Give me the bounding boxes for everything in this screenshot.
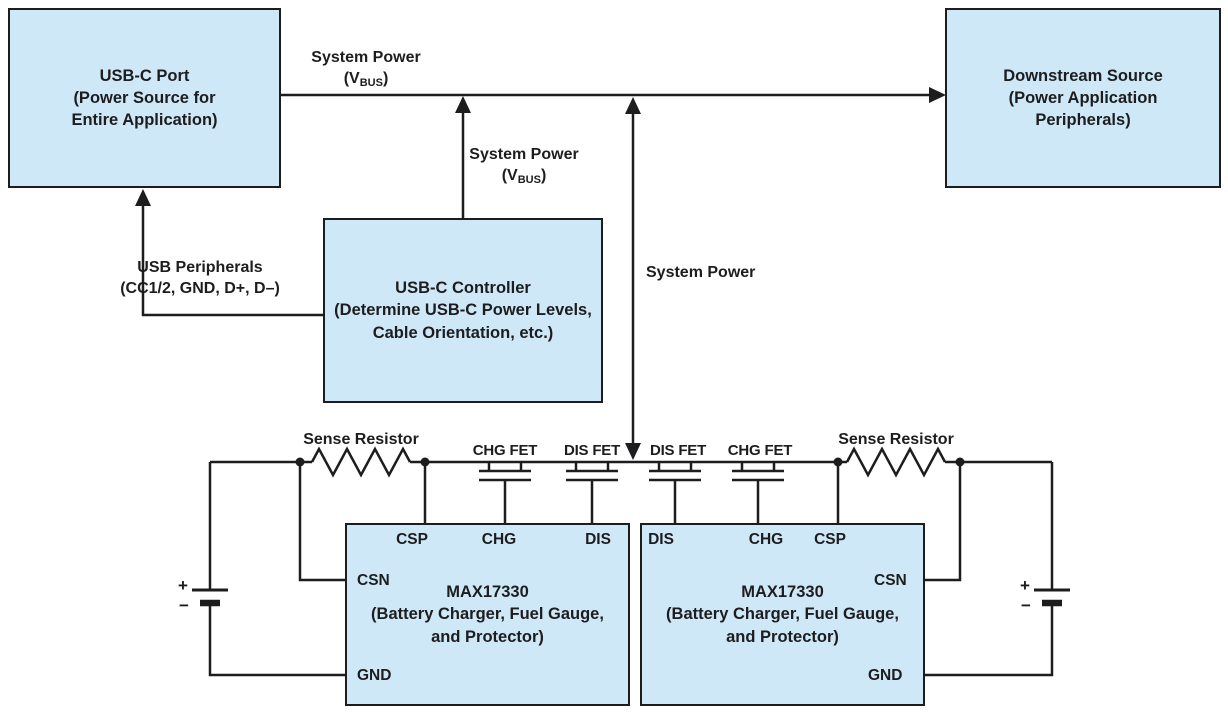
system-power-main-wire: [281, 87, 946, 103]
usb-peripherals-line1: USB Peripherals: [137, 259, 263, 276]
max17330-right-box: MAX17330 (Battery Charger, Fuel Gauge, a…: [640, 523, 925, 706]
usbc-controller-line3: Cable Orientation, etc.): [372, 323, 554, 342]
max17330-right-line3: and Protector): [726, 627, 839, 646]
pin-csn-right: CSN: [874, 572, 907, 589]
sense-resistor-right-label: Sense Resistor: [838, 431, 954, 448]
arrow-down-icon: [625, 443, 641, 460]
pin-csp-left: CSP: [396, 531, 428, 548]
battery-right-icon: [925, 462, 1070, 677]
dis-fet-left-label: DIS FET: [563, 442, 621, 459]
vbus-sub: BUS: [359, 76, 383, 89]
vbus-post: ): [540, 166, 547, 184]
max17330-left-line2: (Battery Charger, Fuel Gauge,: [371, 605, 604, 624]
controller-power-wire: [455, 96, 471, 218]
battery-left-icon: [192, 462, 345, 677]
downstream-source-line1: Downstream Source: [1003, 66, 1163, 85]
usbc-controller-line2: (Determine USB-C Power Levels,: [334, 301, 592, 320]
pin-dis-right: DIS: [648, 531, 674, 548]
battery-left-plus: +: [178, 576, 188, 595]
pin-dis-left: DIS: [585, 531, 611, 548]
chg-fet-right-icon: [732, 462, 784, 523]
usbc-port-line2: (Power Source for: [73, 88, 216, 107]
downstream-source-box: Downstream Source (Power Application Per…: [945, 8, 1221, 188]
system-power-top-label: System Power (VBUS): [311, 48, 420, 90]
vbus-pre: (V: [343, 69, 360, 87]
max17330-left-line3: and Protector): [431, 627, 544, 646]
system-power-controller-vbus: (VBUS): [469, 166, 578, 187]
pin-csp-right: CSP: [814, 531, 846, 548]
usb-peripherals-label: USB Peripherals (CC1/2, GND, D+, D–): [120, 258, 280, 300]
vbus-pre: (V: [501, 166, 518, 184]
usbc-controller-box: USB-C Controller (Determine USB-C Power …: [323, 218, 603, 403]
usbc-port-line3: Entire Application): [71, 111, 218, 130]
arrow-up-icon: [455, 96, 471, 113]
usbc-port-line1: USB-C Port: [99, 66, 190, 85]
pin-chg-right: CHG: [748, 531, 784, 548]
sense-resistor-right-icon: [845, 446, 947, 478]
pin-csn-left: CSN: [357, 572, 390, 589]
usbc-controller-line1: USB-C Controller: [395, 279, 531, 298]
battery-right-plus: +: [1020, 576, 1030, 595]
csn-left-wire: [298, 462, 345, 582]
pin-chg-left: CHG: [481, 531, 517, 548]
pin-gnd-left: GND: [357, 667, 392, 684]
system-power-controller-label: System Power (VBUS): [469, 145, 578, 187]
max17330-right-line2: (Battery Charger, Fuel Gauge,: [666, 605, 899, 624]
chg-fet-left-icon: [479, 462, 531, 523]
downstream-source-line2: (Power Application: [1008, 88, 1158, 107]
system-power-controller-line1: System Power: [469, 146, 579, 163]
arrow-right-icon: [929, 87, 946, 103]
dis-fet-right-icon: [649, 462, 701, 523]
system-power-top-vbus: (VBUS): [311, 69, 420, 90]
chg-fet-right-label: CHG FET: [727, 442, 793, 459]
max17330-left-box: MAX17330 (Battery Charger, Fuel Gauge, a…: [345, 523, 630, 706]
dis-fet-left-icon: [566, 462, 618, 523]
downstream-source-line3: Peripherals): [1035, 111, 1131, 130]
csn-right-wire: [925, 462, 962, 582]
chg-fet-left-label: CHG FET: [472, 442, 538, 459]
sense-resistor-left-icon: [310, 446, 412, 478]
center-power-wire: [625, 97, 641, 460]
pin-gnd-right: GND: [868, 667, 903, 684]
arrow-up-icon: [135, 189, 151, 206]
battery-left-minus: −: [179, 596, 189, 615]
dis-fet-right-label: DIS FET: [649, 442, 707, 459]
system-power-top-line1: System Power: [311, 49, 421, 66]
usb-peripherals-line2: (CC1/2, GND, D+, D–): [120, 279, 280, 297]
battery-right-minus: −: [1021, 596, 1031, 615]
usbc-port-box: USB-C Port (Power Source for Entire Appl…: [8, 8, 281, 188]
arrow-up-icon: [625, 97, 641, 114]
max17330-left-line1: MAX17330: [446, 583, 529, 602]
sense-resistor-left-label: Sense Resistor: [303, 431, 419, 448]
usb-peripherals-wire: [135, 189, 323, 317]
system-power-center-label: System Power: [646, 264, 756, 281]
vbus-sub: BUS: [517, 173, 541, 186]
max17330-right-line1: MAX17330: [741, 583, 824, 602]
vbus-post: ): [382, 69, 389, 87]
